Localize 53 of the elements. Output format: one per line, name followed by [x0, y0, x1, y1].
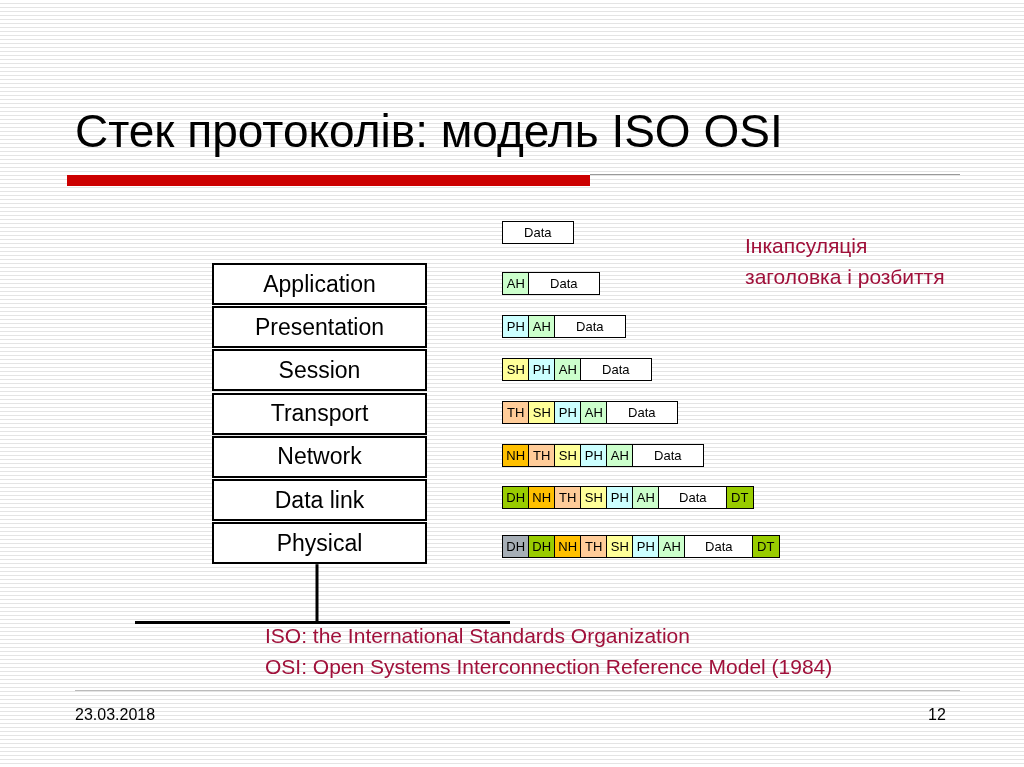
- packet-field: AH: [528, 315, 556, 338]
- packet-field: Data: [684, 535, 754, 558]
- packet-field: Data: [632, 444, 704, 467]
- packet-field: SH: [580, 486, 608, 509]
- packet-field: Data: [606, 401, 678, 424]
- packet-field: SH: [554, 444, 582, 467]
- footnote-text: OSI: Open Systems Interconnection Reference Model (1984): [265, 655, 833, 679]
- layer-box: Network: [212, 435, 427, 478]
- packet-field: DH: [528, 535, 556, 558]
- packet-field: PH: [528, 358, 556, 381]
- slide-title: Стек протоколів: модель ISO OSI: [75, 104, 783, 158]
- packet-field: SH: [528, 401, 556, 424]
- packet-field: Data: [528, 272, 600, 295]
- packet-field: NH: [554, 535, 582, 558]
- packet-field: AH: [658, 535, 686, 558]
- packet-field: AH: [502, 272, 530, 295]
- date-text: 23.03.2018: [75, 706, 156, 724]
- packet-field: PH: [502, 315, 530, 338]
- layer-box: Session: [212, 349, 427, 392]
- layer-box: Physical: [212, 522, 427, 565]
- packet-field: TH: [528, 444, 556, 467]
- packet-field: NH: [528, 486, 556, 509]
- packet-field: SH: [502, 358, 530, 381]
- layer-box: Presentation: [212, 306, 427, 349]
- connector-line: [315, 564, 319, 621]
- packet-field: TH: [502, 401, 530, 424]
- packet-field: NH: [502, 444, 530, 467]
- packet-field: PH: [606, 486, 634, 509]
- packet-field: DH: [502, 535, 530, 558]
- packet-field: Data: [502, 221, 574, 244]
- packet-field: TH: [580, 535, 608, 558]
- packet-field: Data: [658, 486, 728, 509]
- packet-field: DT: [752, 535, 780, 558]
- packet-field: PH: [632, 535, 660, 558]
- packet-field: AH: [606, 444, 634, 467]
- layer-box: Application: [212, 263, 427, 305]
- layer-box: Transport: [212, 392, 427, 435]
- page-number: 12: [928, 706, 946, 724]
- packet-field: PH: [554, 401, 582, 424]
- packet-field: PH: [580, 444, 608, 467]
- packet-field: AH: [554, 358, 582, 381]
- network-line: [135, 621, 510, 624]
- packet-field: Data: [554, 315, 626, 338]
- packet-field: AH: [580, 401, 608, 424]
- note-text: Інкапсуляція заголовка і розбиття: [745, 233, 945, 290]
- packet-field: SH: [606, 535, 634, 558]
- packet-field: TH: [554, 486, 582, 509]
- packet-field: AH: [632, 486, 660, 509]
- layer-box: Data link: [212, 479, 427, 521]
- footnote-text: ISO: the International Standards Organization: [265, 624, 690, 648]
- packet-field: Data: [580, 358, 652, 381]
- packet-field: DT: [726, 486, 754, 509]
- packet-field: DH: [502, 486, 530, 509]
